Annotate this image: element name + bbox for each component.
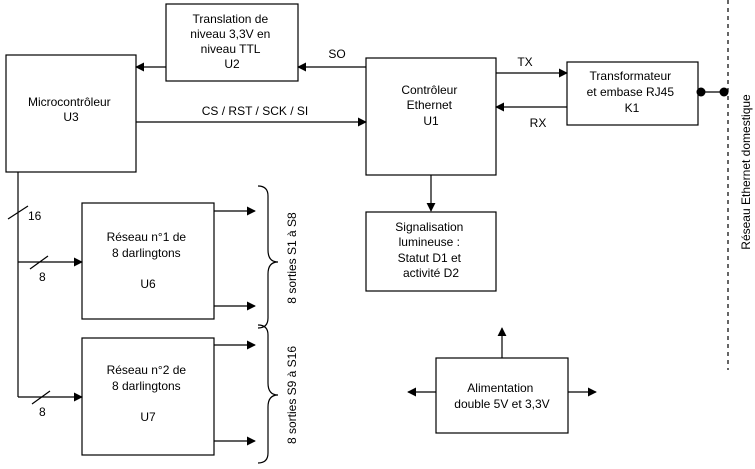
rx-label: RX bbox=[530, 116, 547, 130]
u3-label: Microcontrôleur U3 bbox=[28, 95, 114, 124]
bus-width-tick bbox=[31, 390, 51, 405]
block-power-supply: Alimentation double 5V et 3,3V bbox=[435, 357, 569, 434]
block-signalisation: Signalisation lumineuse : Statut D1 et a… bbox=[365, 211, 497, 292]
u7-outputs bbox=[214, 340, 256, 446]
bus-width-8: 8 bbox=[39, 405, 46, 419]
junction-dot bbox=[696, 87, 706, 97]
k1-label: Transformateur et embase RJ45 K1 bbox=[587, 69, 678, 115]
bus-width-8: 8 bbox=[39, 270, 46, 284]
brace-outputs-1 bbox=[257, 185, 279, 329]
ethernet-network-label: Réseau Ethernet domestique bbox=[739, 94, 753, 250]
u1-label: Contrôleur Ethernet U1 bbox=[401, 83, 460, 128]
arrow-tx: TX bbox=[496, 55, 568, 78]
power-supply-label: Alimentation double 5V et 3,3V bbox=[454, 381, 549, 411]
outputs-2-label: 8 sorties S9 à S16 bbox=[285, 346, 299, 444]
signalisation-label: Signalisation lumineuse : Statut D1 et a… bbox=[395, 220, 466, 280]
spi-bus-label: CS / RST / SCK / SI bbox=[202, 104, 308, 118]
block-u2-level-translation: Translation de niveau 3,3V en niveau TTL… bbox=[165, 3, 299, 82]
bus-width-16: 16 bbox=[28, 209, 42, 223]
arrow-spi-bus: CS / RST / SCK / SI bbox=[136, 104, 367, 127]
bus-width-tick bbox=[29, 255, 49, 270]
output-bus: 16 8 8 bbox=[7, 172, 83, 419]
so-label: SO bbox=[328, 47, 345, 61]
rj45-network-link bbox=[696, 87, 729, 97]
u2-label: Translation de niveau 3,3V en niveau TTL… bbox=[190, 12, 273, 71]
power-supply-outputs bbox=[407, 327, 597, 397]
arrow-rx: RX bbox=[495, 102, 567, 130]
block-u7-darlington-array-2: Réseau n°2 de 8 darlingtons U7 bbox=[81, 337, 215, 456]
u6-label: Réseau n°1 de 8 darlingtons U6 bbox=[107, 230, 190, 291]
block-u6-darlington-array-1: Réseau n°1 de 8 darlingtons U6 bbox=[81, 202, 215, 320]
junction-dot bbox=[719, 87, 729, 97]
arrow-so: SO bbox=[297, 47, 366, 72]
u7-label: Réseau n°2 de 8 darlingtons U7 bbox=[107, 363, 190, 424]
block-u1-ethernet-controller: Contrôleur Ethernet U1 bbox=[365, 57, 497, 176]
tx-label: TX bbox=[517, 55, 532, 69]
block-k1-transformer-rj45: Transformateur et embase RJ45 K1 bbox=[566, 61, 699, 126]
outputs-1-label: 8 sorties S1 à S8 bbox=[285, 212, 299, 304]
brace-outputs-2 bbox=[257, 324, 279, 464]
u6-outputs bbox=[214, 206, 256, 311]
bus-width-tick bbox=[7, 205, 29, 220]
block-u3-microcontroller: Microcontrôleur U3 bbox=[5, 54, 137, 173]
